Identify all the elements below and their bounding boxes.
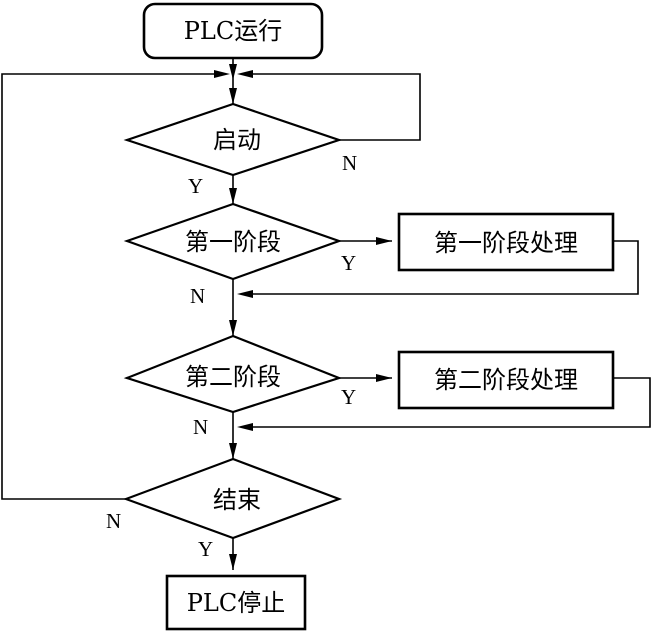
- start-node: PLC运行: [142, 2, 324, 60]
- arrowhead: [229, 188, 237, 204]
- stage2-decision: 第二阶段: [123, 334, 343, 414]
- stage1-decision: 第一阶段: [123, 202, 343, 281]
- end-yes-label: Y: [198, 537, 213, 561]
- connector-lines: [1, 58, 651, 570]
- end-decision-label: 结束: [213, 486, 261, 514]
- arrowhead: [229, 320, 237, 336]
- stage1-process-label: 第一阶段处理: [434, 229, 578, 257]
- arrowhead: [237, 423, 253, 431]
- arrowhead: [229, 443, 237, 459]
- stage2-process: 第二阶段处理: [397, 350, 615, 410]
- arrowhead: [237, 290, 253, 298]
- start-no-label: N: [342, 151, 357, 175]
- arrowheads: [214, 64, 392, 570]
- start-decision-label: 启动: [213, 126, 261, 154]
- arrowhead: [376, 237, 392, 245]
- stage2-process-label: 第二阶段处理: [434, 366, 578, 394]
- arrowhead: [229, 64, 237, 80]
- arrowhead: [237, 70, 253, 78]
- stage2-no-label: N: [193, 415, 208, 439]
- start-decision: 启动: [123, 102, 343, 177]
- stage2-decision-label: 第二阶段: [185, 363, 281, 391]
- arrowhead: [376, 374, 392, 382]
- arrowhead: [229, 554, 237, 570]
- start-yes-label: Y: [188, 174, 203, 198]
- start-node-label: PLC运行: [184, 17, 282, 45]
- end-no-label: N: [106, 509, 121, 533]
- arrowhead: [229, 88, 237, 104]
- stage1-no-label: N: [190, 284, 205, 308]
- stage1-yes-label: Y: [341, 251, 356, 275]
- stage2-yes-label: Y: [341, 385, 356, 409]
- stage1-decision-label: 第一阶段: [185, 228, 281, 256]
- stop-node: PLC停止: [165, 574, 307, 631]
- end-decision: 结束: [122, 457, 343, 540]
- arrowhead: [214, 70, 230, 78]
- stage1-process: 第一阶段处理: [397, 212, 615, 272]
- edge-labels: N Y Y N Y N N Y: [106, 151, 357, 561]
- stop-node-label: PLC停止: [187, 589, 285, 617]
